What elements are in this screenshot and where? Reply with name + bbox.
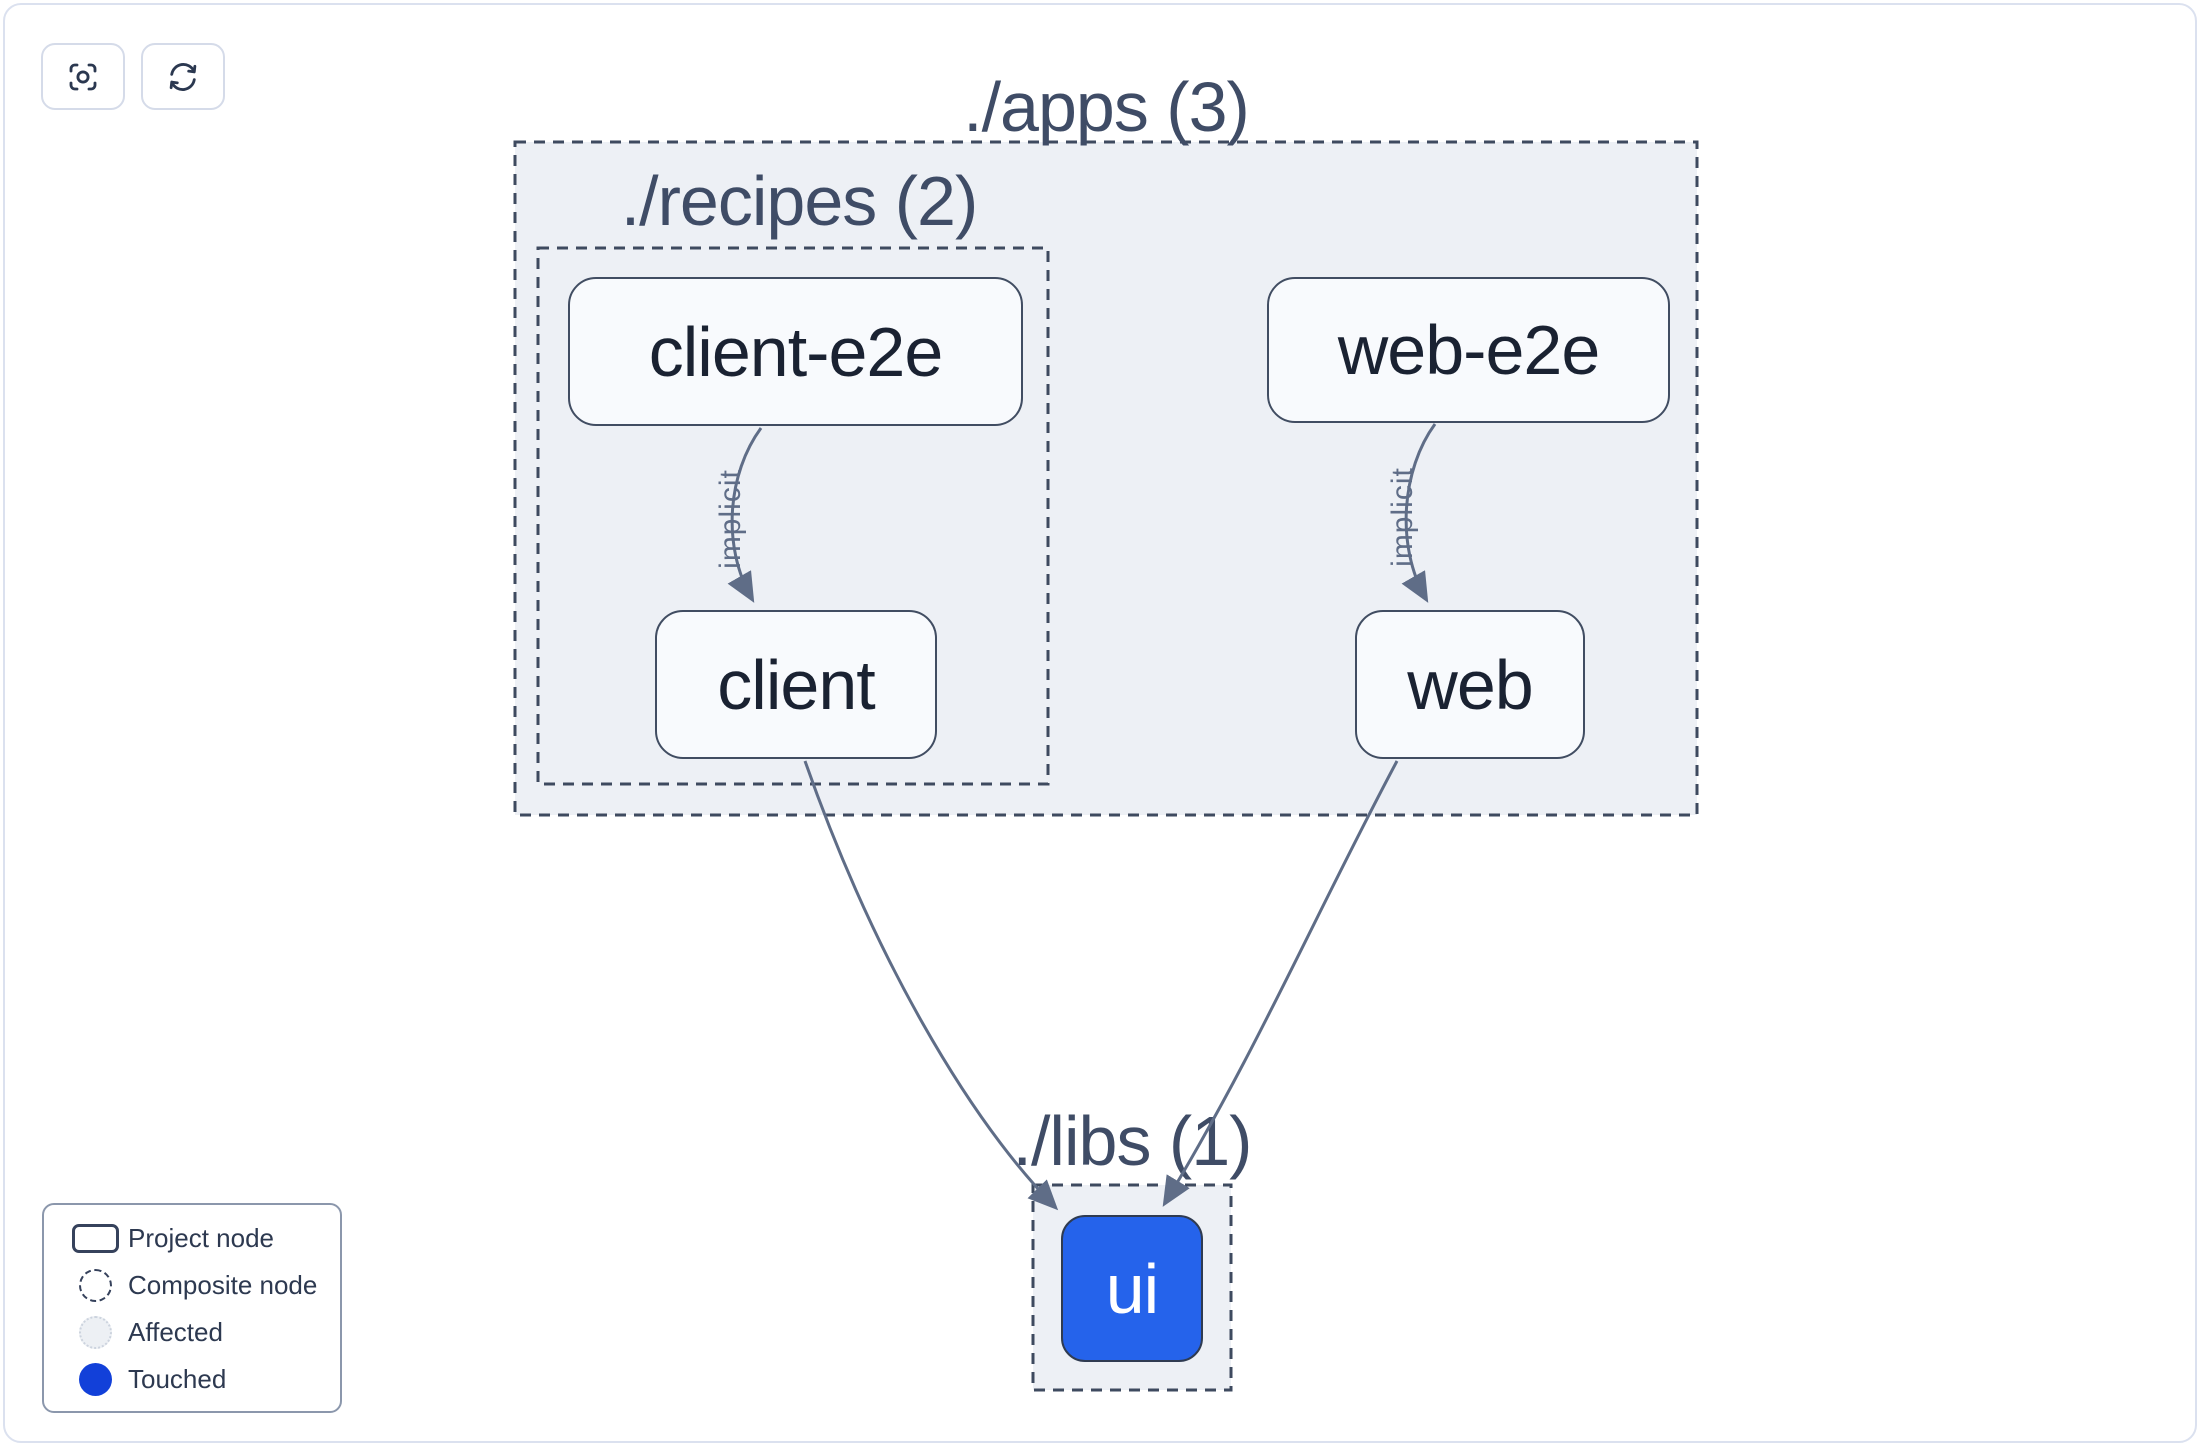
legend-label: Touched (128, 1364, 227, 1394)
node-label: ui (1105, 1249, 1159, 1328)
touched-swatch (78, 1363, 112, 1396)
legend: Project node Composite node Affected Tou… (42, 1203, 342, 1413)
legend-label: Project node (128, 1223, 274, 1253)
node-label: web-e2e (1337, 311, 1601, 389)
legend-item-composite-node: Composite node (62, 1262, 340, 1309)
edge-label-implicit-web: implicit (1386, 467, 1419, 567)
node-client[interactable]: client (655, 610, 937, 759)
node-ui[interactable]: ui (1061, 1215, 1203, 1362)
legend-label: Composite node (128, 1270, 318, 1300)
affected-swatch (78, 1316, 112, 1349)
node-label: client (717, 645, 875, 724)
refresh-icon (169, 62, 197, 91)
legend-item-touched: Touched (62, 1356, 340, 1403)
node-client-e2e[interactable]: client-e2e (568, 277, 1023, 426)
node-label: client-e2e (648, 312, 944, 391)
legend-label: Affected (128, 1317, 223, 1347)
focus-icon (69, 63, 97, 90)
refresh-graph-button[interactable] (141, 43, 225, 110)
node-web-e2e[interactable]: web-e2e (1267, 277, 1670, 423)
legend-item-project-node: Project node (62, 1215, 340, 1262)
legend-item-affected: Affected (62, 1309, 340, 1356)
node-label: web (1407, 645, 1533, 724)
graph-canvas[interactable]: ./apps (3) ./recipes (2) ./libs (1) impl… (3, 3, 2197, 1443)
group-title-apps: ./apps (3) (963, 68, 1250, 146)
edge-label-implicit-client: implicit (714, 469, 747, 569)
group-title-recipes: ./recipes (2) (620, 162, 979, 240)
center-graph-button[interactable] (41, 43, 125, 110)
composite-node-swatch (78, 1269, 112, 1302)
graph-toolbar (41, 43, 225, 110)
project-node-swatch (71, 1224, 119, 1253)
node-web[interactable]: web (1355, 610, 1585, 759)
group-title-libs: ./libs (1) (1012, 1102, 1253, 1180)
